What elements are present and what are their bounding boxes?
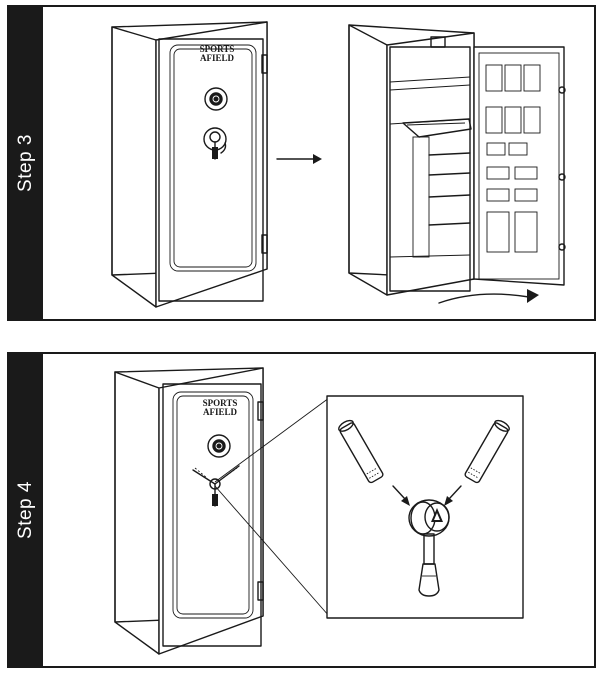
step-3-illustration	[111, 21, 566, 308]
brand-line-1: SPORTS	[199, 44, 235, 54]
closed-safe	[111, 21, 268, 308]
brand-logo-step4: SPORTS AFIELD	[198, 399, 242, 417]
brand-line-1-step4: SPORTS	[202, 398, 238, 408]
brand-line-2: AFIELD	[199, 53, 234, 63]
brand-line-2-step4: AFIELD	[202, 407, 237, 417]
curved-arrow-icon	[438, 289, 539, 304]
open-safe	[348, 24, 566, 296]
zoom-inset	[326, 395, 524, 619]
zoom-line-top	[214, 397, 330, 483]
step-3-panel: Step 3	[7, 5, 596, 321]
step-4-illustration	[114, 367, 524, 655]
brand-logo: SPORTS AFIELD	[195, 45, 239, 63]
right-arrow-icon	[276, 154, 322, 164]
zoom-line-bottom	[214, 485, 330, 617]
closed-safe-step4	[114, 367, 264, 655]
down-arrow-icon	[392, 485, 462, 506]
step-3-bar: Step 3	[9, 7, 43, 319]
step-4-bar: Step 4	[9, 354, 43, 666]
step-4-panel: Step 4	[7, 352, 596, 668]
